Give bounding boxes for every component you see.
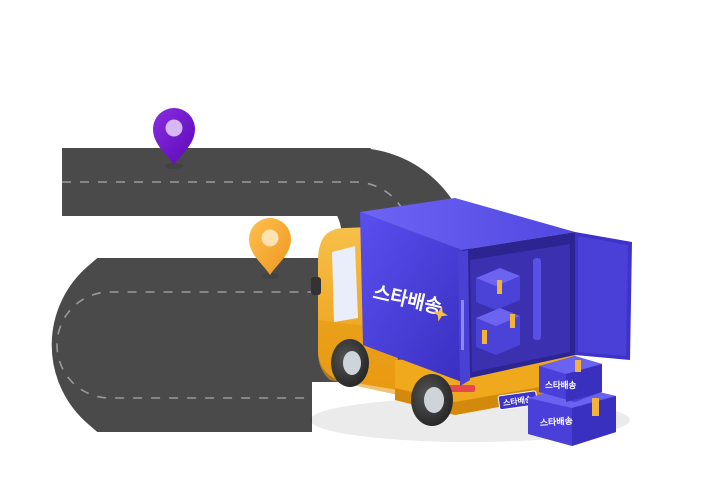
map-pin-icon [249,218,291,279]
sparkle-icon [432,305,449,322]
truck-wheel [331,339,369,387]
truck-wheel [411,374,453,426]
cab-window [332,246,358,322]
license-plate: 스타배송 [497,390,538,411]
side-mirror [311,277,321,295]
svg-text:스타배송: 스타배송 [545,380,576,391]
rolled-item [533,258,541,340]
parcel-box: 스타배송 [539,356,602,402]
cargo-box-inside [476,268,520,310]
delivery-truck: 스타배송 스타배송 [310,198,632,442]
cargo-box-inside [476,308,520,355]
cargo-container: 스타배송 [360,198,632,386]
svg-text:스타배송: 스타배송 [539,415,573,429]
svg-text:스타배송: 스타배송 [502,394,533,408]
map-pin-icon [153,108,195,169]
